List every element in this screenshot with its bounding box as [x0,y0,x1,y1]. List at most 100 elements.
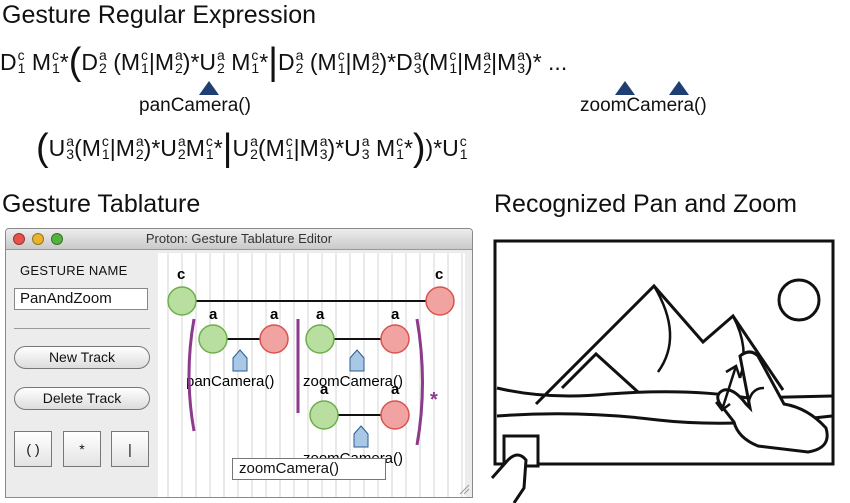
zoom2-up-node[interactable] [380,400,410,430]
regex-zoom-label: zoomCamera() [580,95,707,116]
zoom2-down-node[interactable] [309,400,339,430]
regex-token: ... [541,49,568,75]
minimize-window-icon[interactable] [32,233,44,245]
sun-icon [777,278,821,322]
regex-token: | [268,41,279,83]
zoom-marker-icon [615,81,635,95]
delete-track-button[interactable]: Delete Track [14,387,150,410]
recognized-illustration [490,239,835,503]
tablature-pan-label: panCamera() [186,373,274,390]
tablature-heading: Gesture Tablature [2,190,201,218]
zoom-marker-icon [669,81,689,95]
pipe-button[interactable]: | [111,431,149,467]
tablature-svg: c c a a a a a a panCamera() zoomCamera()… [167,253,463,497]
pan-down-node[interactable] [198,324,228,354]
track-c-label: c [177,266,185,283]
regex-pan-label: panCamera() [139,95,251,116]
sidebar-divider [14,328,150,329]
track-c-label: c [435,266,443,283]
group-close-bracket[interactable] [415,318,424,446]
regex-token: )* [525,49,542,75]
regex-token: | [222,127,233,169]
regex-token: | [148,49,155,75]
regex-token: ( [257,135,266,161]
regex-token: ( [36,127,49,169]
zoom-up-node[interactable] [380,324,410,354]
zoom-window-icon[interactable] [51,233,63,245]
regex-token: * [213,135,223,161]
track-c-up-node[interactable] [425,286,455,316]
track-c-down-node[interactable] [167,286,197,316]
regex-token: )* [182,49,200,75]
window-titlebar[interactable]: Proton: Gesture Tablature Editor [6,229,472,250]
track-a-label: a [391,306,400,323]
gesture-name-input[interactable]: PanAndZoom [14,288,148,310]
regex-token: | [109,135,116,161]
close-window-icon[interactable] [13,233,25,245]
pinch-arrows [715,364,742,412]
regex-token: ( [74,135,82,161]
regex-token: ( [421,49,430,75]
track-a-label: a [391,381,400,398]
regex-token: | [491,49,498,75]
zoom2-pin-icon[interactable] [353,425,369,448]
recognized-heading: Recognized Pan and Zoom [494,190,797,218]
tablature-editor-window: Proton: Gesture Tablature Editor GESTURE… [5,228,473,498]
pan-pin-icon[interactable] [232,349,248,372]
group-open-bracket[interactable] [187,318,196,432]
star-button[interactable]: * [63,431,101,467]
regex-token: * [259,49,269,75]
window-title: Proton: Gesture Tablature Editor [145,231,333,246]
resize-grip-icon[interactable] [458,483,470,495]
regex-token: | [457,49,464,75]
regex-token: ( [106,49,121,75]
tablature-zoom-label: zoomCamera() [303,373,403,390]
zoom-down-node[interactable] [305,324,335,354]
regex-token: )* [143,135,161,161]
regex-token: ( [68,41,82,83]
regex-token: * [403,135,413,161]
regex-token: )* [327,135,345,161]
hand-icon [716,350,829,454]
group-button[interactable]: ( ) [14,431,52,467]
regex-token: * [59,49,69,75]
regex-token: | [345,49,352,75]
new-track-button[interactable]: New Track [14,346,150,369]
function-name-input[interactable]: zoomCamera() [232,458,386,480]
regex-heading: Gesture Regular Expression [2,1,317,29]
pan-marker-icon [199,81,219,95]
track-a-label: a [209,306,218,323]
track-a-label: a [320,381,329,398]
regex-token: ) [412,127,426,169]
pan-up-node[interactable] [259,324,289,354]
zoom-pin-icon[interactable] [349,349,365,372]
finger-icon [490,453,528,503]
regex-token: ( [303,49,318,75]
tablature-canvas[interactable]: c c a a a a a a panCamera() zoomCamera()… [158,253,465,497]
